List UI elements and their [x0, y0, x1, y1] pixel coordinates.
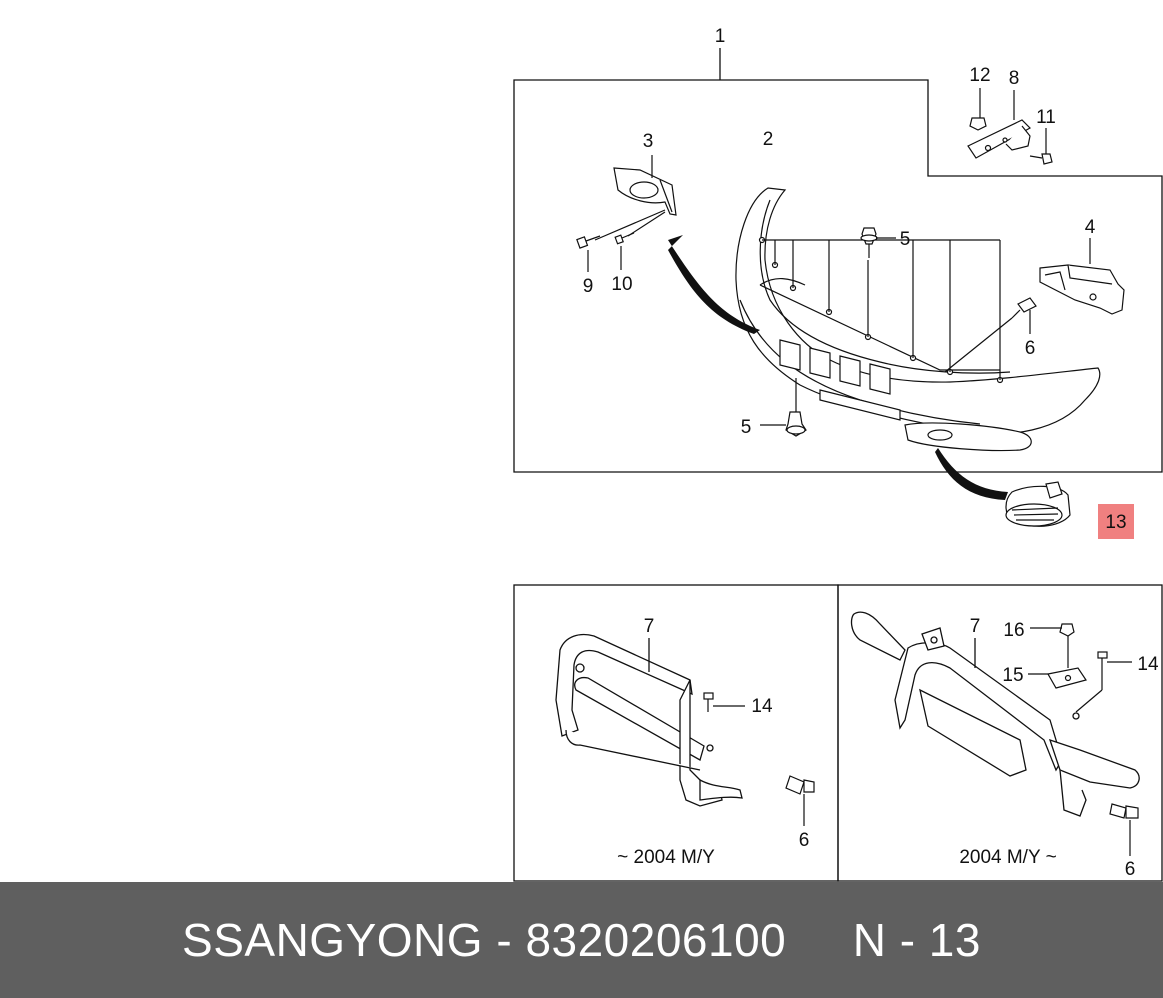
bolt-6-upper-drawing: [944, 297, 1037, 373]
callout-13: 13: [1105, 512, 1126, 533]
caption-early-model-year: ~ 2004 M/Y: [617, 847, 715, 868]
callout-15: 15: [1002, 665, 1023, 686]
callout-3: 3: [643, 131, 654, 152]
highlight-box-13: [1098, 504, 1134, 539]
front-bumper-drawing: [735, 187, 1101, 452]
screw-10-drawing: [614, 232, 635, 270]
callout-6-upper: 6: [1025, 338, 1036, 359]
clip-5-upper-drawing: [860, 227, 896, 258]
nut-12-drawing: [969, 88, 987, 131]
bolt-11-drawing: [1029, 128, 1053, 165]
bracket-4-drawing: [1039, 238, 1125, 315]
caption-late-model-year: 2004 M/Y ~: [959, 847, 1056, 868]
callout-2: 2: [763, 129, 774, 150]
callout-14-left: 14: [751, 696, 773, 717]
callout-4: 4: [1085, 217, 1096, 238]
footer-reference: N - 13: [852, 914, 981, 966]
variant-frame-right: [837, 584, 1163, 882]
callout-7-right: 7: [970, 616, 981, 637]
callout-16: 16: [1003, 620, 1024, 641]
nut-16-drawing: [1030, 623, 1075, 668]
callout-5-lower: 5: [741, 417, 752, 438]
callout-6-right: 6: [1125, 859, 1136, 880]
bolt-9-drawing: [576, 235, 601, 272]
callout-10: 10: [611, 274, 632, 295]
callout-14-right: 14: [1137, 654, 1159, 675]
callout-12: 12: [969, 65, 990, 86]
callout-11: 11: [1036, 107, 1056, 128]
callout-6-left: 6: [799, 830, 810, 851]
guard-bar-early-drawing: [555, 633, 743, 807]
footer-brand: SSANGYONG: [182, 914, 484, 966]
callout-8: 8: [1009, 68, 1020, 89]
callout-5-upper: 5: [900, 229, 911, 250]
parts-diagram: 1 2 3 4 5 5 6 8 9 10 11 12 13 7 14 6 7 1…: [513, 26, 1163, 882]
assembly-frame: [513, 79, 1163, 473]
bracket-8-drawing: [967, 90, 1031, 159]
plate-15-drawing: [1028, 667, 1087, 689]
callout-7-left: 7: [644, 616, 655, 637]
fog-lamp-13-drawing: [1005, 481, 1071, 527]
footer-part-number: 8320206100: [525, 914, 787, 966]
callout-1: 1: [715, 26, 726, 47]
bolt-14-right-drawing: [1075, 651, 1132, 713]
bolt-6-left-drawing: [785, 775, 815, 826]
callout-9: 9: [583, 276, 594, 297]
guard-bar-late-drawing: [850, 611, 1140, 817]
locating-strip-right: [935, 448, 1008, 500]
footer-separator: -: [496, 914, 513, 966]
bolt-14-left-drawing: [703, 692, 745, 712]
bolt-6-right-drawing: [1109, 803, 1139, 856]
clip-5-lower-drawing: [760, 378, 807, 437]
footer-banner: SSANGYONG - 8320206100 N - 13: [0, 882, 1163, 998]
bracket-3-drawing: [594, 155, 677, 241]
